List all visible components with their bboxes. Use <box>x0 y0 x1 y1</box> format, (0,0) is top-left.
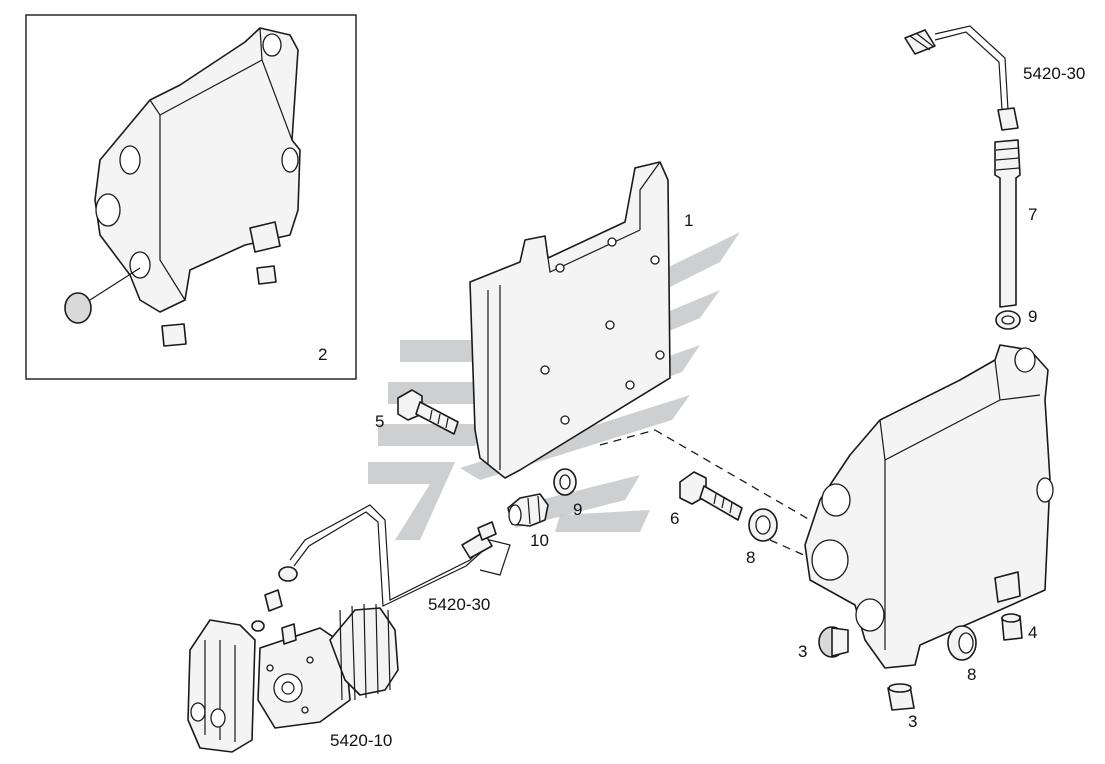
alignment-lines <box>599 429 816 561</box>
cover-plate <box>469 161 671 479</box>
main-housing <box>804 344 1054 669</box>
callout-5: 5 <box>375 412 384 431</box>
washer-9-right <box>995 310 1021 330</box>
ref-pump: 5420-10 <box>330 731 392 750</box>
plug-3-left <box>818 626 849 658</box>
cap-3-bottom <box>887 683 915 711</box>
callout-labels: 1 2 3 3 4 5 6 7 8 8 9 9 10 5420-30 5420-… <box>318 64 1085 750</box>
callout-9-right: 9 <box>1028 307 1037 326</box>
callout-9-center: 9 <box>573 500 582 519</box>
ref-pipe-top: 5420-30 <box>1023 64 1085 83</box>
cap-4 <box>1001 613 1023 641</box>
callout-3-bottom: 3 <box>908 712 917 731</box>
callout-6: 6 <box>670 509 679 528</box>
bolt-5 <box>397 389 459 435</box>
callout-2: 2 <box>318 345 327 364</box>
washer-8-center <box>748 508 778 542</box>
callout-1: 1 <box>684 211 693 230</box>
callout-4: 4 <box>1028 623 1037 642</box>
callout-3-left: 3 <box>798 642 807 661</box>
callout-8-right: 8 <box>967 665 976 684</box>
washer-9-center <box>553 468 577 496</box>
bolt-6 <box>679 471 743 521</box>
ref-pipe-mid: 5420-30 <box>428 595 490 614</box>
pump-assembly <box>187 603 399 753</box>
connector-10 <box>507 493 549 527</box>
callout-7: 7 <box>1028 205 1037 224</box>
inset-box <box>25 14 357 380</box>
callout-10: 10 <box>530 531 549 550</box>
callout-8-center: 8 <box>746 548 755 567</box>
pipe-top <box>904 25 1019 131</box>
tube-7 <box>994 139 1021 308</box>
washer-8-right <box>947 625 977 661</box>
pipe-lower <box>251 504 511 632</box>
